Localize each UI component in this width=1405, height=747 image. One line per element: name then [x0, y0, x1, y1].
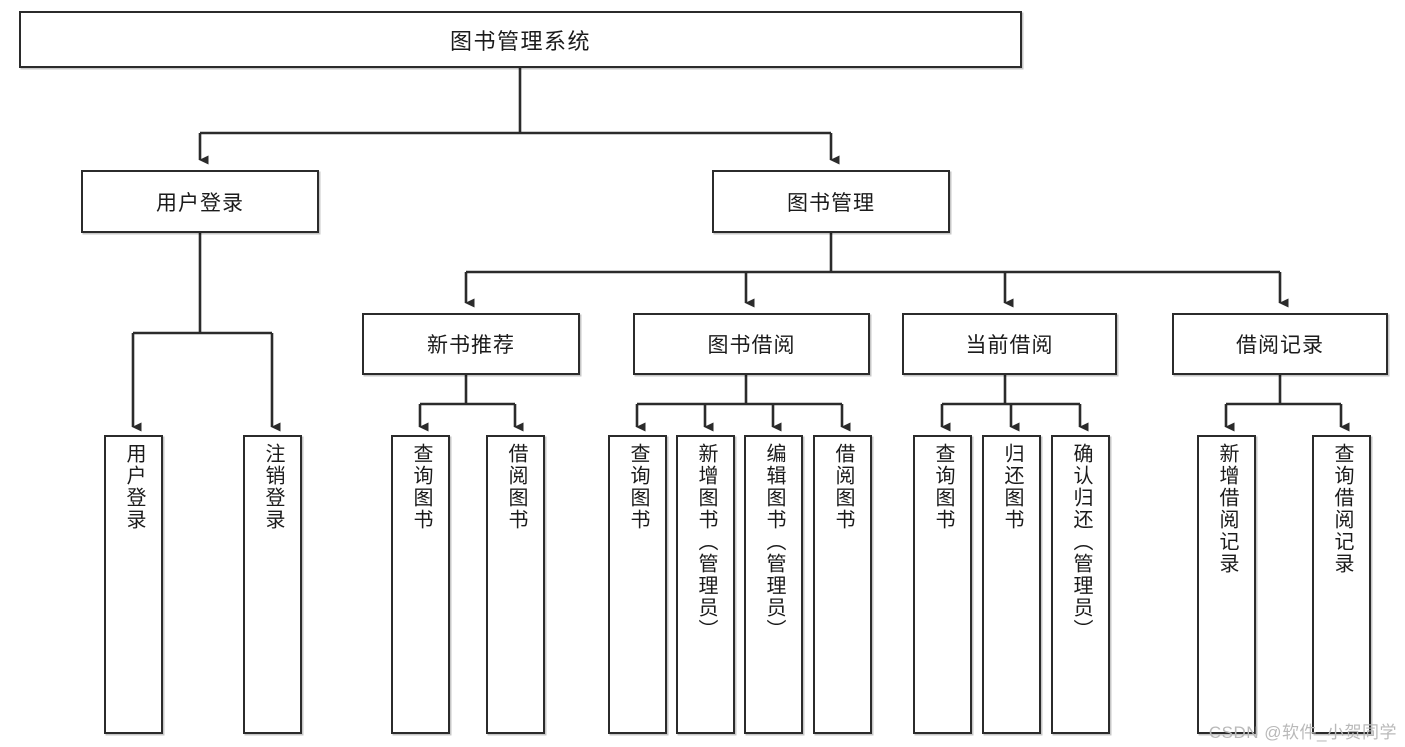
leaf-label: 归还图书 [1001, 443, 1023, 531]
node-leaf-confirm-return[interactable]: 确认归还（管理员） [1051, 435, 1110, 734]
node-leaf-add-book[interactable]: 新增图书（管理员） [676, 435, 735, 734]
node-book-management[interactable]: 图书管理 [712, 170, 950, 233]
node-leaf-query-book-1[interactable]: 查询图书 [391, 435, 450, 734]
node-current-borrow[interactable]: 当前借阅 [902, 313, 1117, 375]
node-leaf-query-book-2[interactable]: 查询图书 [608, 435, 667, 734]
leaf-label: 用户登录 [123, 443, 145, 531]
leaf-label: 查询图书 [627, 443, 649, 531]
node-book-borrow[interactable]: 图书借阅 [633, 313, 870, 375]
leaf-label: 查询图书 [410, 443, 432, 531]
node-leaf-query-record[interactable]: 查询借阅记录 [1312, 435, 1371, 734]
node-leaf-edit-book[interactable]: 编辑图书（管理员） [744, 435, 803, 734]
node-new-book-recommend[interactable]: 新书推荐 [362, 313, 580, 375]
node-leaf-borrow-book-2[interactable]: 借阅图书 [813, 435, 872, 734]
node-leaf-return-book[interactable]: 归还图书 [982, 435, 1041, 734]
leaf-label: 查询借阅记录 [1331, 443, 1353, 575]
leaf-label: 确认归还（管理员） [1070, 443, 1092, 641]
leaf-label: 编辑图书（管理员） [763, 443, 785, 641]
watermark-text: CSDN @软件_小贺同学 [1208, 723, 1397, 742]
leaf-label: 查询图书 [932, 443, 954, 531]
node-root-system[interactable]: 图书管理系统 [19, 11, 1022, 68]
leaf-label: 注销登录 [262, 443, 284, 531]
leaf-label: 新增图书（管理员） [695, 443, 717, 641]
leaf-label: 借阅图书 [832, 443, 854, 531]
leaf-label: 新增借阅记录 [1216, 443, 1238, 575]
node-leaf-add-record[interactable]: 新增借阅记录 [1197, 435, 1256, 734]
node-user-login[interactable]: 用户登录 [81, 170, 319, 233]
node-leaf-user-logout[interactable]: 注销登录 [243, 435, 302, 734]
node-borrow-record[interactable]: 借阅记录 [1172, 313, 1388, 375]
node-leaf-user-login[interactable]: 用户登录 [104, 435, 163, 734]
leaf-label: 借阅图书 [505, 443, 527, 531]
node-leaf-query-book-3[interactable]: 查询图书 [913, 435, 972, 734]
node-leaf-borrow-book-1[interactable]: 借阅图书 [486, 435, 545, 734]
